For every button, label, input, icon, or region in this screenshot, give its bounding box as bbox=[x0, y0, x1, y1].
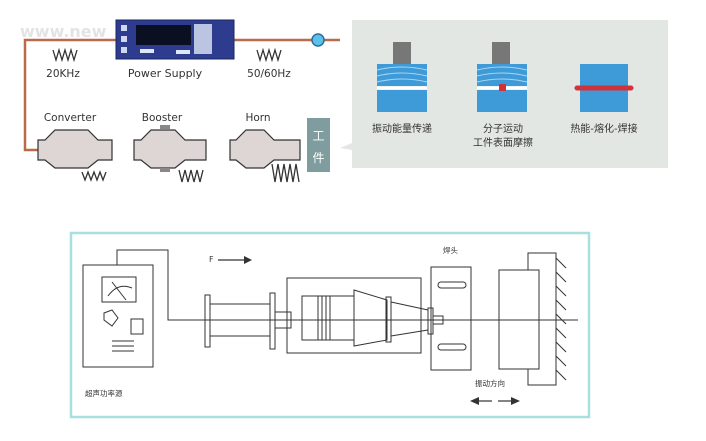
horn-shape bbox=[229, 129, 301, 169]
stage-label: 分子运动 bbox=[483, 123, 523, 135]
watermark: www.new bbox=[20, 22, 107, 41]
horn-label: Horn bbox=[245, 112, 270, 124]
converter-label: Converter bbox=[44, 112, 97, 124]
power-supply-label: Power Supply bbox=[128, 67, 203, 80]
vibration-direction-label: 振动方向 bbox=[475, 378, 505, 388]
stage-melt-weld bbox=[574, 64, 634, 112]
converter-shape bbox=[37, 129, 113, 169]
vibration-direction-arrows-icon bbox=[470, 397, 520, 405]
booster-label: Booster bbox=[142, 112, 183, 124]
workpiece-block bbox=[307, 118, 330, 172]
workpiece-label: 工 bbox=[312, 129, 324, 143]
input-frequency-label: 50/60Hz bbox=[247, 68, 291, 80]
stage-label: 热能-熔化-焊接 bbox=[570, 122, 637, 135]
workpiece-label: 件 bbox=[312, 151, 324, 165]
wave-icon bbox=[52, 47, 282, 63]
output-frequency-label: 20KHz bbox=[46, 68, 80, 80]
stage-label: 振动能量传递 bbox=[372, 122, 432, 135]
stage-vibration-transfer bbox=[376, 42, 428, 112]
generator-box bbox=[82, 264, 154, 368]
booster-shape bbox=[133, 129, 207, 169]
booster-clamp bbox=[160, 168, 170, 172]
stage-surface-friction bbox=[476, 42, 528, 112]
schematic bbox=[82, 249, 578, 386]
wave-icon bbox=[81, 163, 300, 183]
stage-label: 工件表面摩擦 bbox=[473, 136, 533, 149]
horn-fixture bbox=[430, 266, 472, 371]
force-arrow-icon bbox=[218, 256, 252, 264]
booster-clamp bbox=[160, 125, 170, 129]
cable bbox=[23, 38, 340, 152]
generator-label: 超声功率源 bbox=[85, 388, 123, 398]
plug-icon bbox=[311, 33, 325, 47]
horn-label-cn: 焊头 bbox=[443, 245, 458, 255]
power-supply-unit bbox=[115, 19, 235, 60]
force-label: F bbox=[209, 255, 214, 264]
